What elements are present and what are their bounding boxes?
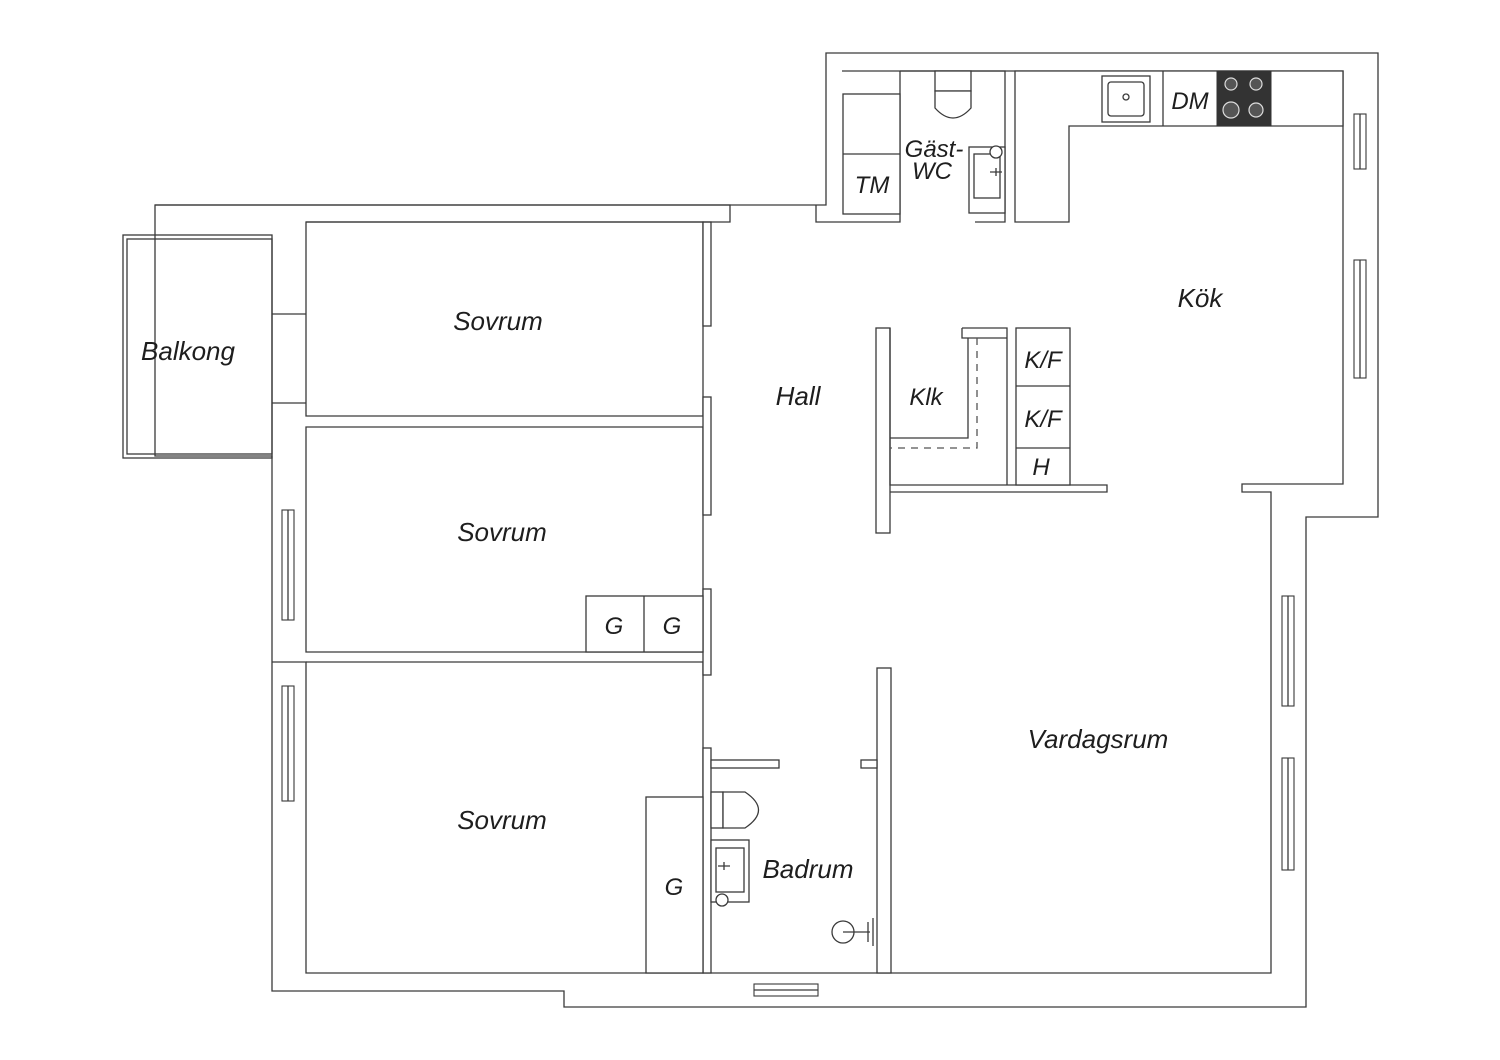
bottom-window — [753, 983, 819, 997]
fixture-label-dm: DM — [1171, 88, 1208, 115]
room-label-vardagsrum: Vardagsrum — [1028, 724, 1169, 754]
kitchen-counter — [1014, 70, 1344, 223]
room-label-sovrum-bottom: Sovrum — [457, 805, 547, 835]
left-windows — [281, 509, 295, 802]
bedroom-walls — [155, 204, 780, 974]
living-bath-walls — [860, 667, 892, 974]
fixture-label-h: H — [1032, 454, 1050, 481]
room-label-gast-wc-1: Gäst- — [905, 136, 964, 163]
room-label-gast-wc-2: WC — [912, 158, 953, 185]
room-label-hall: Hall — [776, 381, 822, 411]
stove-icon — [1216, 70, 1272, 127]
fixture-label-kf-1: K/F — [1024, 347, 1063, 374]
fixture-label-kf-2: K/F — [1024, 406, 1063, 433]
bathroom-fixtures — [710, 791, 874, 946]
room-label-klk: Klk — [909, 384, 944, 411]
right-windows — [1281, 113, 1367, 871]
fixture-label-tm: TM — [855, 172, 890, 199]
labels: Balkong Sovrum Sovrum Sovrum Hall Klk Kö… — [141, 88, 1224, 901]
guest-wc-area — [815, 70, 1006, 223]
room-label-sovrum-top: Sovrum — [453, 306, 543, 336]
room-label-badrum: Badrum — [762, 854, 853, 884]
fixture-label-g-mid-2: G — [663, 613, 682, 640]
wardrobes — [585, 595, 704, 974]
room-label-sovrum-mid: Sovrum — [457, 517, 547, 547]
room-label-kok: Kök — [1178, 283, 1225, 313]
balcony — [122, 234, 273, 459]
fixture-label-g-mid-1: G — [605, 613, 624, 640]
fixture-label-g-bottom: G — [665, 874, 684, 901]
closet-area — [875, 327, 1108, 534]
room-label-balkong: Balkong — [141, 336, 235, 366]
